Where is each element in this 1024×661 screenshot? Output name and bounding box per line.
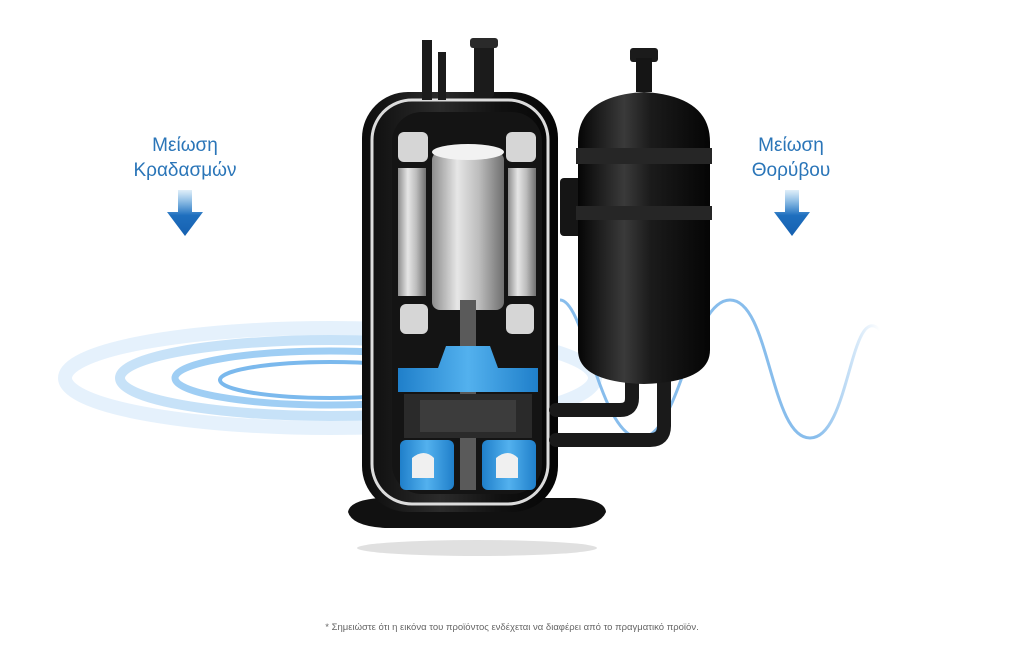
product-image-disclaimer: * Σημειώστε ότι η εικόνα του προϊόντος ε… (325, 622, 699, 633)
accumulator-tank (576, 48, 712, 384)
noise-label-line2: Θορύβου (751, 160, 831, 181)
connecting-pipes (549, 363, 671, 447)
arrow-down-icon (167, 190, 203, 236)
vibration-label-line2: Κραδασμών (133, 160, 237, 181)
noise-reduction-label: Μείωση Θορύβου (726, 133, 856, 183)
vibration-reduction-label: Μείωση Κραδασμών (120, 133, 250, 183)
compressor-shell (362, 38, 558, 512)
arrow-down-icon (774, 190, 810, 236)
vibration-label-line1: Μείωση (152, 135, 218, 156)
noise-label-line1: Μείωση (758, 135, 824, 156)
